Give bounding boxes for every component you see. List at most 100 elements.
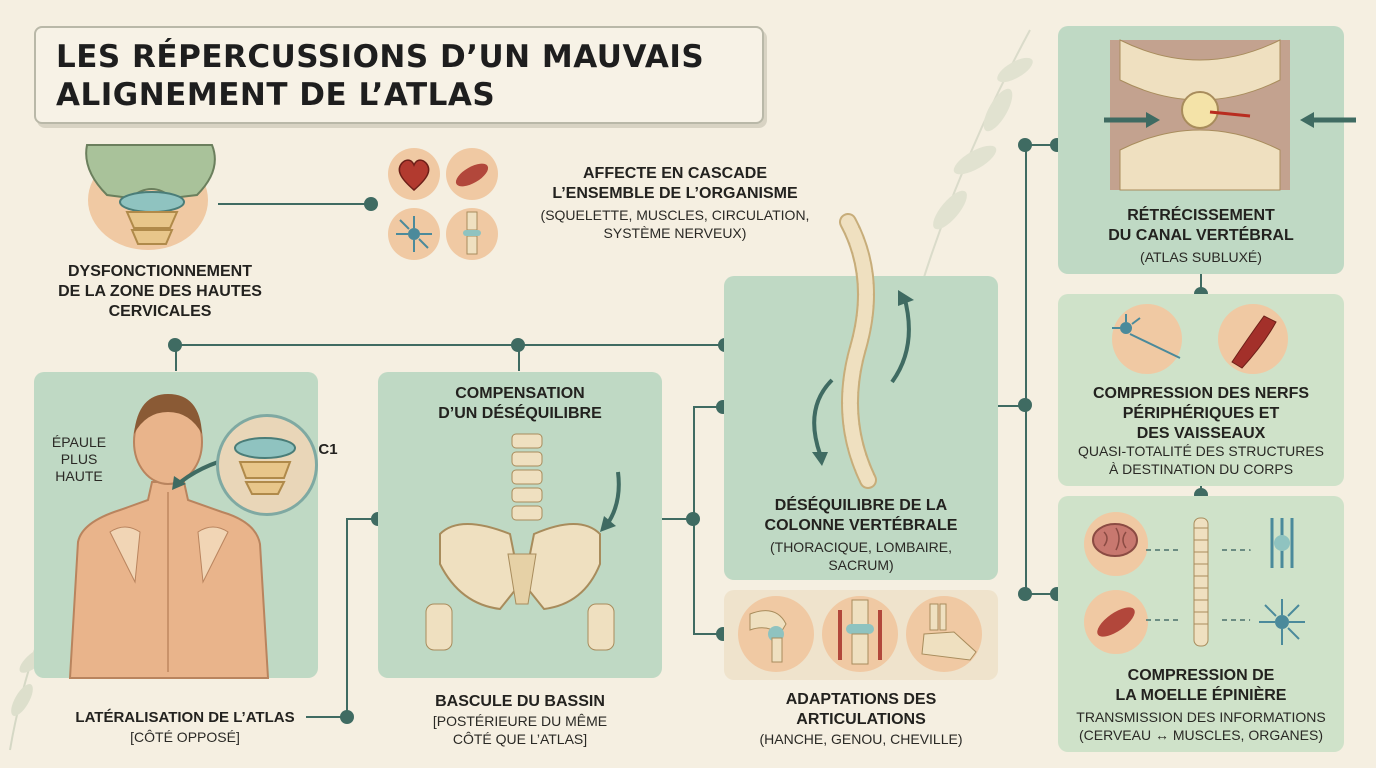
neuron-drawing bbox=[396, 216, 432, 252]
colonne-label: DÉSÉQUILIBRE DE LA COLONNE VERTÉBRALE bbox=[724, 496, 998, 536]
nerfs-line2: PÉRIPHÉRIQUES ET bbox=[1122, 405, 1280, 422]
canal-line1: RÉTRÉCISSEMENT bbox=[1127, 207, 1275, 224]
nerfs-label: COMPRESSION DES NERFS PÉRIPHÉRIQUES ET D… bbox=[1058, 384, 1344, 444]
nerfs-line3: DES VAISSEAUX bbox=[1136, 425, 1266, 442]
connector-dot bbox=[1018, 587, 1032, 601]
connector-to-canal bbox=[1025, 144, 1057, 146]
moelle-label: COMPRESSION DE LA MOELLE ÉPINIÈRE bbox=[1058, 666, 1344, 706]
connector-right-bus bbox=[1025, 144, 1027, 594]
knee-drawing bbox=[463, 211, 481, 255]
nerfs-sub: QUASI-TOTALITÉ DES STRUCTURES À DESTINAT… bbox=[1058, 442, 1344, 478]
compensation-label: COMPENSATION D’UN DÉSÉQUILIBRE bbox=[378, 384, 662, 424]
nerve-bundle-drawing bbox=[1270, 518, 1294, 568]
nerfs-sub1: QUASI-TOTALITÉ DES STRUCTURES bbox=[1077, 443, 1325, 459]
articulations-line2: ARTICULATIONS bbox=[796, 711, 926, 728]
dysfonction-line3: CERVICALES bbox=[108, 303, 212, 320]
tilt-arrow-icon bbox=[600, 471, 621, 532]
connector-bus-down bbox=[175, 345, 177, 371]
moelle-sub: TRANSMISSION DES INFORMATIONS (CERVEAU ↔… bbox=[1058, 708, 1344, 744]
canal-sub: (ATLAS SUBLUXÉ) bbox=[1140, 249, 1262, 265]
shoulder-line3: HAUTE bbox=[55, 468, 103, 484]
connector-colonne-right bbox=[998, 405, 1026, 407]
blood-vessel-drawing bbox=[1231, 315, 1277, 369]
decorative-leaves-icon bbox=[919, 29, 1033, 291]
colonne-sub1: (THORACIQUE, LOMBAIRE, bbox=[769, 539, 953, 555]
bascule-sub: [POSTÉRIEURE DU MÊME CÔTÉ QUE L’ATLAS] bbox=[380, 712, 660, 748]
muscle-drawing bbox=[455, 163, 489, 187]
connector-comp-right bbox=[662, 518, 694, 520]
nerfs-sub2: À DESTINATION DU CORPS bbox=[1108, 461, 1294, 477]
lateralisation-sub: [CÔTÉ OPPOSÉ] bbox=[130, 729, 240, 745]
moelle-line2: LA MOELLE ÉPINIÈRE bbox=[1115, 687, 1287, 704]
compression-arrows-icon bbox=[1104, 112, 1356, 128]
spine-curve-arrow-up-icon bbox=[890, 290, 914, 384]
connector-dot bbox=[1018, 138, 1032, 152]
moelle-sub2: (CERVEAU ↔ MUSCLES, ORGANES) bbox=[1078, 727, 1323, 743]
connector-bus-down bbox=[518, 345, 520, 371]
spinal-cord-icon bbox=[1193, 517, 1209, 647]
connector-comp-vertical bbox=[693, 406, 695, 634]
title-box bbox=[34, 26, 764, 124]
connector-lat-bassin-top bbox=[346, 518, 378, 520]
page-title: LES RÉPERCUSSIONS D’UN MAUVAIS ALIGNEMEN… bbox=[56, 38, 756, 114]
cascade-line2: L’ENSEMBLE DE L’ORGANISME bbox=[552, 185, 798, 202]
heart-drawing bbox=[398, 159, 430, 191]
dysfonction-line2: DE LA ZONE DES HAUTES bbox=[58, 283, 262, 300]
bascule-label: BASCULE DU BASSIN bbox=[435, 693, 605, 710]
connector-to-colonne bbox=[693, 406, 723, 408]
cascade-label: AFFECTE EN CASCADE L’ENSEMBLE DE L’ORGAN… bbox=[500, 164, 850, 204]
moelle-line1: COMPRESSION DE bbox=[1127, 667, 1275, 684]
nerve-cell-icon bbox=[1112, 304, 1182, 374]
connector-row-bus bbox=[175, 344, 725, 346]
nerfs-line1: COMPRESSION DES NERFS bbox=[1092, 385, 1310, 402]
connector-dot bbox=[364, 197, 378, 211]
connector-to-articulations bbox=[693, 633, 723, 635]
back-torso-icon bbox=[68, 394, 270, 679]
knee-joint-drawing bbox=[838, 599, 882, 665]
canal-label: RÉTRÉCISSEMENT DU CANAL VERTÉBRAL bbox=[1058, 206, 1344, 246]
cascade-sub1: (SQUELETTE, MUSCLES, CIRCULATION, bbox=[540, 207, 810, 223]
muscle-drawing-2 bbox=[1097, 607, 1135, 637]
hip-drawing bbox=[749, 610, 787, 663]
cascade-sub2: SYSTÈME NERVEUX) bbox=[603, 225, 747, 241]
connector-to-moelle bbox=[1025, 593, 1057, 595]
page-title-line1: LES RÉPERCUSSIONS D’UN MAUVAIS bbox=[56, 39, 705, 75]
spine-icon bbox=[839, 213, 877, 489]
articulations-line1: ADAPTATIONS DES bbox=[785, 691, 937, 708]
compensation-line2: D’UN DÉSÉQUILIBRE bbox=[438, 405, 602, 422]
shoulder-label: ÉPAULE PLUS HAUTE bbox=[44, 434, 114, 485]
colonne-sub2: SACRUM) bbox=[828, 557, 894, 573]
nerfs-panel bbox=[1058, 294, 1344, 486]
bascule-sub1: [POSTÉRIEURE DU MÊME bbox=[432, 713, 608, 729]
cascade-line1: AFFECTE EN CASCADE bbox=[582, 165, 767, 182]
spine-curve-arrow-down-icon bbox=[812, 378, 834, 466]
moelle-dashes-icon bbox=[1146, 549, 1258, 621]
canal-line2: DU CANAL VERTÉBRAL bbox=[1108, 227, 1294, 244]
articulations-sub: (HANCHE, GENOU, CHEVILLE) bbox=[759, 731, 963, 747]
connector-dot bbox=[340, 710, 354, 724]
articulations-label: ADAPTATIONS DES ARTICULATIONS bbox=[724, 690, 998, 730]
connector-dysfonction-cascade bbox=[218, 203, 370, 205]
connector-lat-bassin bbox=[306, 716, 346, 718]
connector-canal-nerfs bbox=[1200, 274, 1202, 294]
moelle-sub1: TRANSMISSION DES INFORMATIONS bbox=[1076, 709, 1326, 725]
page-title-line2: ALIGNEMENT DE L’ATLAS bbox=[56, 77, 496, 113]
vertebral-canal-icon bbox=[1110, 39, 1290, 191]
c1-label: C1 bbox=[318, 441, 338, 458]
colonne-line2: COLONNE VERTÉBRALE bbox=[764, 517, 958, 534]
shoulder-line1: ÉPAULE bbox=[51, 434, 107, 450]
neuron-drawing-2 bbox=[1259, 599, 1305, 645]
cascade-sub: (SQUELETTE, MUSCLES, CIRCULATION, SYSTÈM… bbox=[500, 206, 850, 242]
compensation-line1: COMPENSATION bbox=[455, 385, 585, 402]
pelvis-icon bbox=[425, 433, 615, 651]
bascule-sub2: CÔTÉ QUE L’ATLAS] bbox=[452, 731, 588, 747]
colonne-line1: DÉSÉQUILIBRE DE LA bbox=[774, 497, 948, 514]
connector-lat-bassin-vertical bbox=[346, 518, 348, 716]
nerve-cell-drawing bbox=[1112, 314, 1181, 359]
dysfonction-label: DYSFONCTIONNEMENT DE LA ZONE DES HAUTES … bbox=[20, 262, 300, 322]
brain-drawing bbox=[1092, 523, 1138, 557]
lateralisation-label: LATÉRALISATION DE L’ATLAS bbox=[75, 709, 295, 726]
upper-cervical-icon bbox=[85, 144, 216, 245]
atlas-vertebra-icon bbox=[234, 437, 296, 495]
dysfonction-line1: DYSFONCTIONNEMENT bbox=[68, 263, 252, 280]
